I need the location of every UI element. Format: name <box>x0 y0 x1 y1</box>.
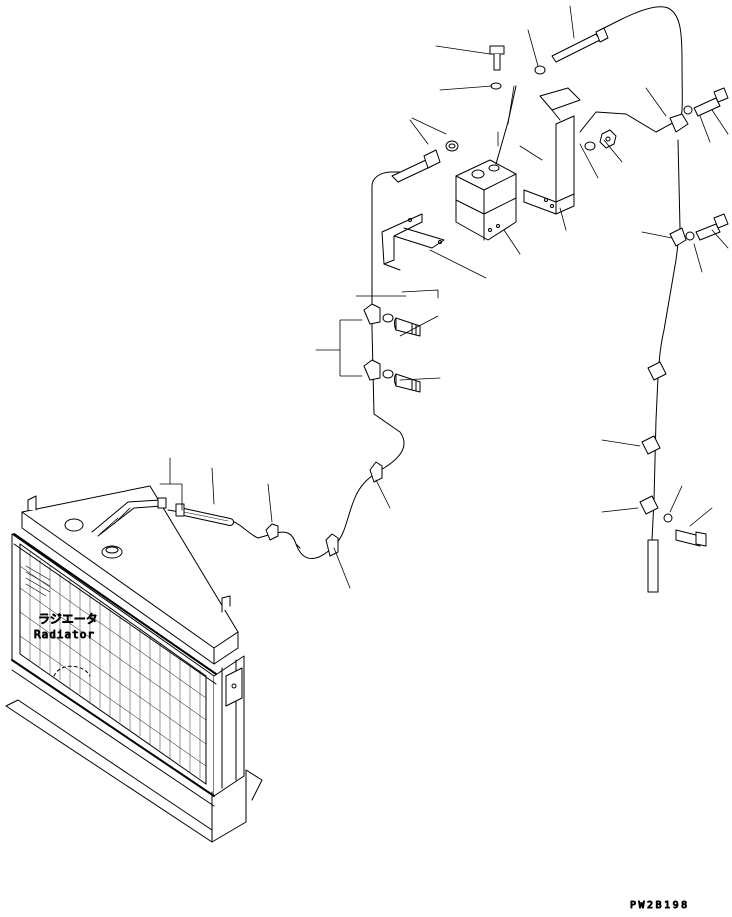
hose-clips-right <box>639 113 689 515</box>
reservoir-tank <box>455 85 517 241</box>
radiator-label-en: Radiator <box>34 628 95 641</box>
hose-route-right <box>579 6 683 541</box>
bracket-mid-left <box>381 213 445 271</box>
bolts-right <box>663 87 729 547</box>
pipe-top-right <box>551 27 609 63</box>
hose-segment <box>180 508 234 526</box>
radiator-label: ラジエータ Radiator <box>34 612 99 642</box>
tube-bottom-right <box>647 539 659 593</box>
leader-lines <box>99 5 729 589</box>
fitting-upper-left <box>391 140 459 183</box>
bolt-washer-top <box>489 45 546 90</box>
radiator-label-jp: ラジエータ <box>38 612 98 626</box>
radiator-assembly <box>5 485 263 843</box>
nut-washer <box>584 129 617 151</box>
tank-bracket <box>523 87 581 215</box>
bolts-left <box>382 313 421 393</box>
drawing-code: PW2B198 <box>630 900 690 911</box>
